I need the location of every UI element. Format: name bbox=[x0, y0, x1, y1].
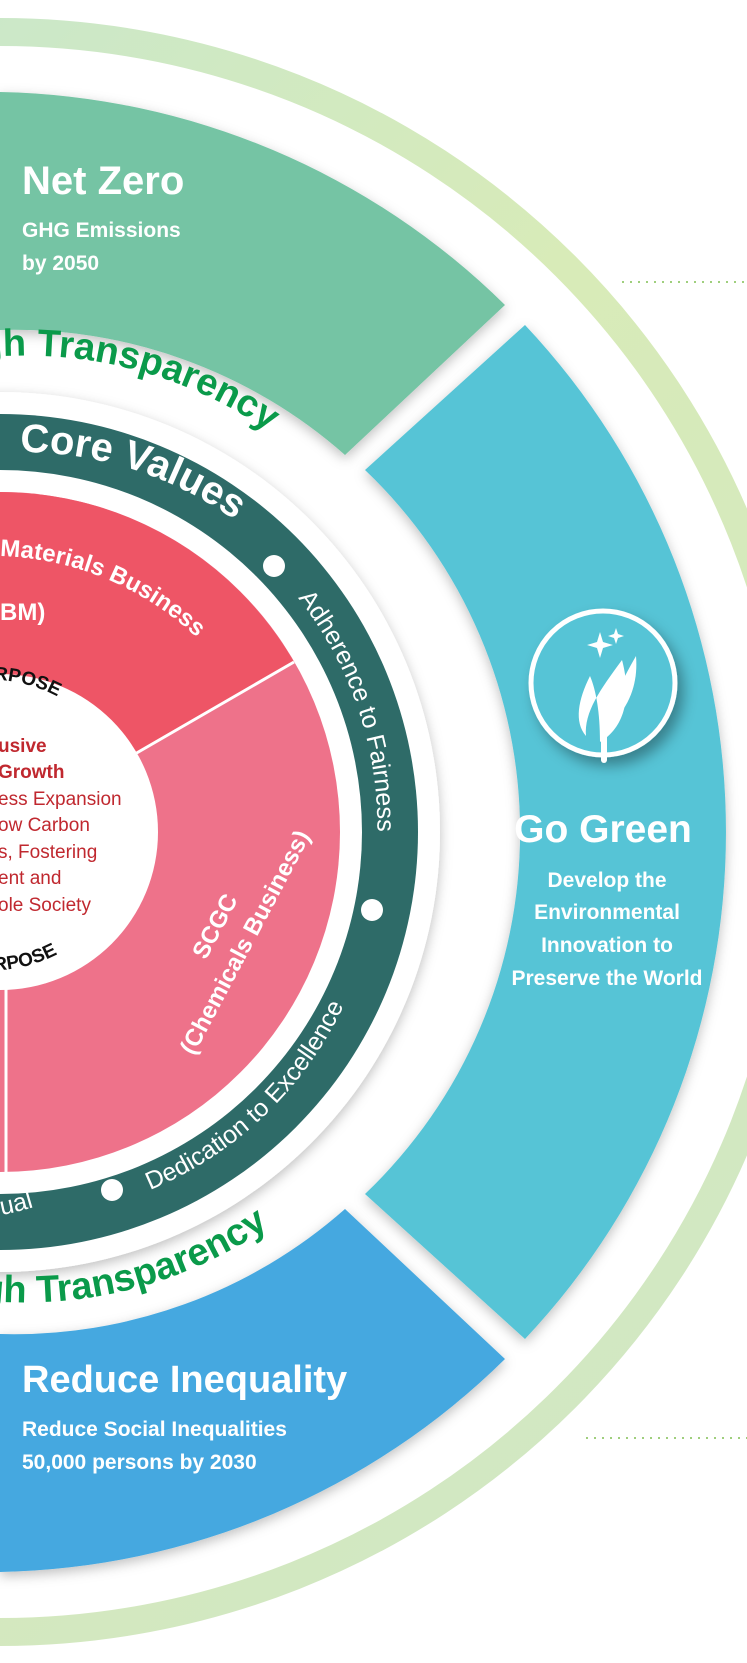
purpose-line1: usive bbox=[0, 736, 47, 757]
purpose-line5: s, Fostering bbox=[0, 842, 97, 863]
reduce-inequality-line1: Reduce Social Inequalities bbox=[22, 1418, 287, 1441]
go-green-line1: Develop the bbox=[547, 869, 666, 892]
core-dot-1 bbox=[263, 555, 285, 577]
reduce-inequality-line2: 50,000 persons by 2030 bbox=[22, 1451, 257, 1474]
purpose-line3: ess Expansion bbox=[0, 789, 122, 810]
go-green-line3: Innovation to bbox=[541, 934, 673, 957]
go-green-line4: Preserve the World bbox=[511, 967, 702, 990]
leaf-glyph bbox=[578, 628, 637, 763]
purpose-line6: ent and bbox=[0, 868, 61, 889]
segment-reduce-inequality bbox=[0, 1209, 505, 1572]
reduce-inequality-title: Reduce Inequality bbox=[22, 1359, 347, 1401]
core-dot-2 bbox=[361, 899, 383, 921]
net-zero-line2: by 2050 bbox=[22, 252, 99, 275]
segment-go-green bbox=[365, 325, 726, 1339]
cbm-line2: BM) bbox=[0, 599, 45, 626]
net-zero-title: Net Zero bbox=[22, 159, 184, 203]
purpose-line4: ow Carbon bbox=[0, 815, 90, 836]
go-green-line2: Environmental bbox=[534, 901, 680, 924]
purpose-circle bbox=[0, 674, 158, 990]
core-dot-3 bbox=[101, 1179, 123, 1201]
net-zero-line1: GHG Emissions bbox=[22, 219, 181, 242]
purpose-line7: ole Society bbox=[0, 895, 91, 916]
purpose-line2: Growth bbox=[0, 762, 65, 783]
go-green-title: Go Green bbox=[514, 808, 692, 851]
segment-net-zero bbox=[0, 92, 505, 455]
